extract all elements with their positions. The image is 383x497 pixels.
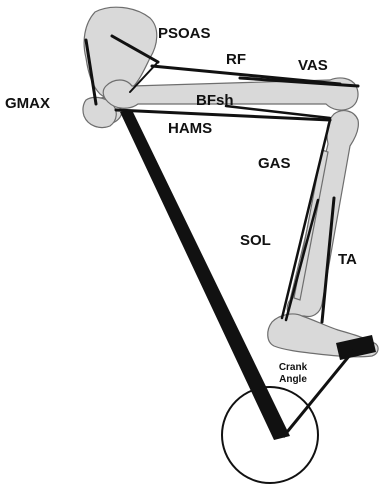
label-gmax: GMAX xyxy=(5,96,50,111)
label-hams: HAMS xyxy=(168,121,212,136)
label-rf: RF xyxy=(226,52,246,67)
label-sol: SOL xyxy=(240,233,271,248)
label-gas: GAS xyxy=(258,156,291,171)
label-bfsh: BFsh xyxy=(196,93,234,108)
label-psoas: PSOAS xyxy=(158,26,211,41)
label-crank-angle-line1: Crank xyxy=(273,362,313,374)
label-crank-angle-line2: Angle xyxy=(273,374,313,386)
label-vas: VAS xyxy=(298,58,328,73)
label-crank-angle: Crank Angle xyxy=(273,362,313,386)
label-ta: TA xyxy=(338,252,357,267)
